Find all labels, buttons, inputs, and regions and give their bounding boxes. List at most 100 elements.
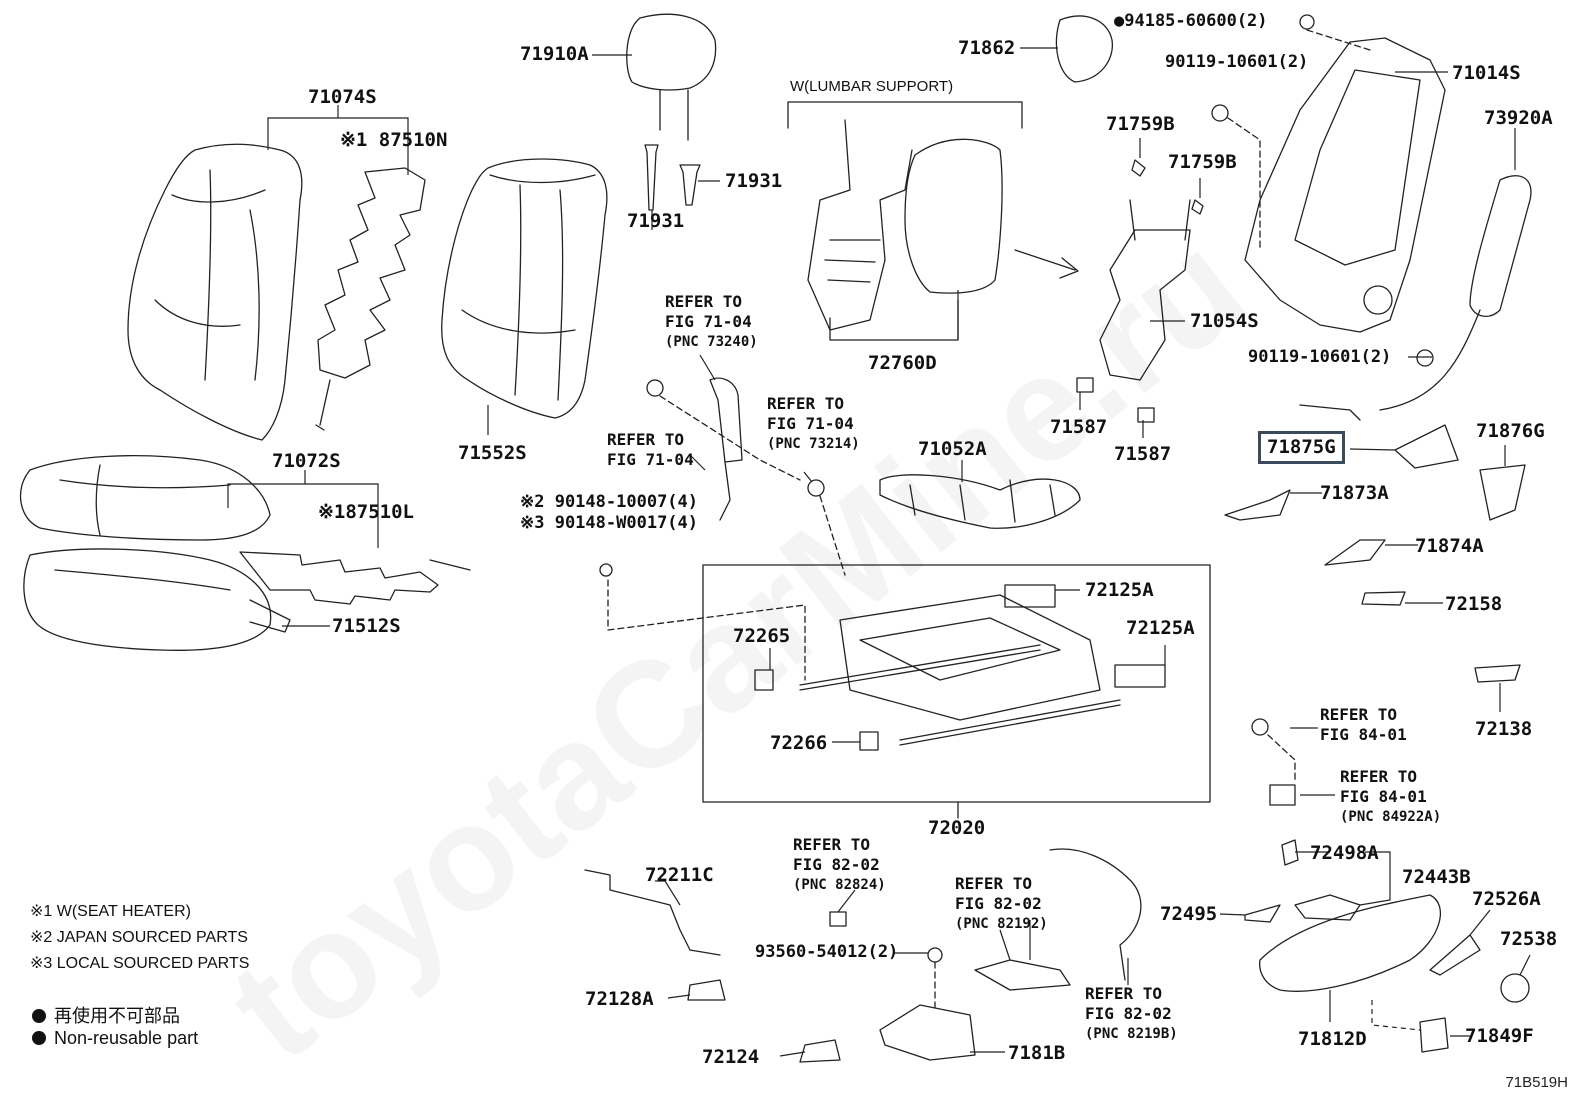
seat-adjuster-72020 — [799, 594, 1121, 746]
label-87510N: ※1 87510N — [340, 129, 448, 151]
part-72498A — [1281, 839, 1299, 866]
lumbar-plate-71054S — [1099, 199, 1191, 381]
label-72211C: 72211C — [645, 864, 714, 886]
cap-72538 — [1500, 973, 1530, 1003]
cover-71873A — [1224, 489, 1291, 521]
bolt-94185 — [1299, 14, 1315, 30]
bullet-icon — [32, 1009, 46, 1023]
clip-71759B-b — [1191, 199, 1204, 215]
wire-72211C — [584, 869, 721, 956]
seat-heater-87510L — [239, 551, 471, 605]
headrest-71910A — [626, 13, 717, 141]
label-71931-b: 71931 — [627, 210, 685, 232]
label-71862: 71862 — [958, 37, 1016, 59]
bolt-90148 — [599, 563, 613, 577]
label-87510L: ※187510L — [318, 501, 414, 523]
label-93560-54012: 93560-54012(2) — [755, 942, 899, 962]
buckle-part — [709, 377, 743, 521]
bullet-icon — [32, 1031, 46, 1045]
label-72128A: 72128A — [585, 988, 654, 1010]
label-72125A-b: 72125A — [1126, 617, 1195, 639]
cover-72138 — [1474, 664, 1521, 683]
label-71552S: 71552S — [458, 442, 527, 464]
clip-71587-a — [1076, 377, 1094, 393]
label-71812D: 71812D — [1298, 1028, 1367, 1050]
harness-8219B — [1049, 848, 1142, 981]
label-72266: 72266 — [770, 732, 828, 754]
label-71849F: 71849F — [1465, 1025, 1534, 1047]
bracket-72125A-a — [1004, 584, 1056, 608]
lumbar-pad-leader — [829, 299, 959, 341]
label-71054S: 71054S — [1190, 310, 1259, 332]
cover-71875G — [1394, 424, 1459, 469]
part-72124 — [799, 1039, 841, 1063]
direction-arrow — [1014, 249, 1079, 279]
bolt-90119-bottom — [1416, 349, 1434, 367]
label-7181B: 7181B — [1008, 1042, 1066, 1064]
seat-back-pad-71552S — [441, 158, 608, 419]
label-71512S: 71512S — [332, 615, 401, 637]
label-94185-60600: ●94185-60600(2) — [1114, 11, 1268, 31]
label-90148-10007: ※2 90148-10007(4) — [520, 492, 699, 512]
label-71587-b: 71587 — [1114, 443, 1172, 465]
bolt-90119-top — [1211, 104, 1229, 122]
bracket-72125A-b — [1114, 664, 1166, 688]
seat-heater-87510N — [315, 167, 426, 431]
label-71072S: 71072S — [272, 450, 341, 472]
adjuster-box — [702, 564, 1211, 803]
label-71910A: 71910A — [520, 43, 589, 65]
knob-72526A — [1429, 934, 1481, 976]
side-airbag-73920A — [1379, 175, 1532, 411]
leader-lines — [227, 47, 1531, 1057]
label-71759B-b: 71759B — [1168, 151, 1237, 173]
guide-71931 — [644, 144, 701, 211]
label-73920A: 73920A — [1484, 107, 1553, 129]
legend-non-reusable-en: Non-reusable part — [32, 1028, 198, 1049]
note-seat-heater: ※1 W(SEAT HEATER) — [30, 903, 191, 920]
label-71759B-a: 71759B — [1106, 113, 1175, 135]
label-72538: 72538 — [1500, 928, 1558, 950]
label-71873A: 71873A — [1320, 482, 1389, 504]
note-local-sourced: ※3 LOCAL SOURCED PARTS — [30, 955, 250, 972]
label-72443B: 72443B — [1402, 866, 1471, 888]
part-72495 — [1244, 904, 1281, 923]
bracket-7181B — [879, 1004, 976, 1061]
part-84922A — [1269, 784, 1296, 806]
label-72124: 72124 — [702, 1046, 760, 1068]
label-71587-a: 71587 — [1050, 416, 1108, 438]
label-72265: 72265 — [733, 625, 791, 647]
label-72495: 72495 — [1160, 903, 1218, 925]
clip-71587-b — [1137, 407, 1155, 423]
cover-71874A — [1324, 539, 1386, 566]
label-71074S: 71074S — [308, 86, 377, 108]
seat-back-cover-71074S — [127, 143, 303, 441]
seat-cushion-cover-71072S — [19, 455, 291, 651]
cover-71876G — [1479, 464, 1526, 521]
diagram-code: 71B519H — [1505, 1074, 1568, 1091]
side-shield-71812D — [1259, 894, 1441, 992]
pocket-71849F — [1419, 1017, 1449, 1053]
label-71875G-selected[interactable]: 71875G — [1258, 431, 1345, 464]
lumbar-frame — [807, 119, 913, 331]
lumbar-bracket-line — [787, 101, 1023, 129]
label-71014S: 71014S — [1452, 62, 1521, 84]
bushing — [646, 379, 664, 397]
harness-82192 — [974, 959, 1071, 991]
bushing-b — [807, 479, 825, 497]
seat-back-frame-71014S — [1244, 37, 1446, 333]
part-72266 — [859, 731, 879, 751]
part-72265 — [754, 669, 774, 691]
label-71931-a: 71931 — [725, 170, 783, 192]
label-72125A-a: 72125A — [1085, 579, 1154, 601]
label-72020: 72020 — [928, 817, 986, 839]
note-japan-sourced: ※2 JAPAN SOURCED PARTS — [30, 929, 248, 946]
label-90119-10601-top: 90119-10601(2) — [1165, 52, 1309, 72]
